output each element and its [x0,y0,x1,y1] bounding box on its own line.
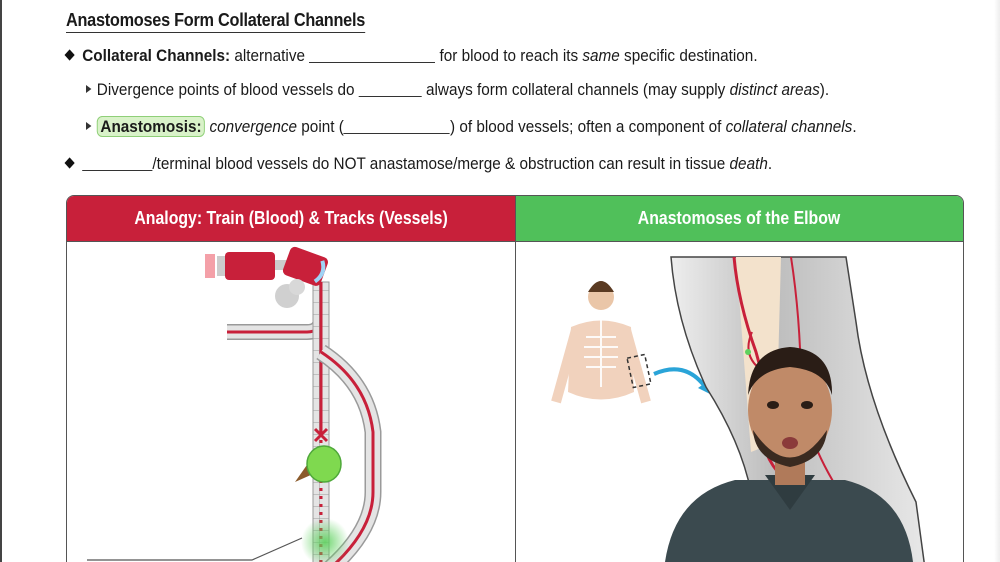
fill-in-blank [82,155,153,171]
panel-title: Anastomoses of the Elbow [638,208,841,228]
text: Divergence points of blood vessels do [96,80,359,99]
text: /terminal blood vessels do NOT anastamos… [152,154,730,173]
triangle-bullet-icon [86,85,92,93]
slide-title: Anastomoses Form Collateral Channels [66,9,365,33]
window-right-edge [994,0,1000,562]
panel-title: Analogy: Train (Blood) & Tracks (Vessels… [134,208,449,228]
text: point ( [297,117,344,136]
italic-text: same [582,46,620,65]
analogy-panel: Analogy: Train (Blood) & Tracks (Vessels… [66,195,516,562]
text: specific destination. [619,46,758,65]
text: always form collateral channels (may sup… [421,80,730,99]
italic-text: convergence [209,117,298,136]
analogy-panel-header: Analogy: Train (Blood) & Tracks (Vessels… [67,196,516,242]
highlighted-term: Anastomosis: [96,116,206,137]
diamond-bullet-icon [64,157,75,169]
text: ) of blood vessels; often a component of [450,117,726,136]
bullet-divergence-points: Divergence points of blood vessels do al… [86,79,829,101]
italic-text: collateral channels [725,117,853,136]
fill-in-blank [343,118,451,134]
fill-in-blank [358,81,422,97]
italic-text: distinct areas [729,80,820,99]
train-tracks-illustration [67,242,516,562]
bullet-terminal-vessels: /terminal blood vessels do NOT anastamos… [64,153,773,175]
text: . [767,154,773,173]
text: ). [819,80,830,99]
text: alternative [230,46,310,65]
diamond-bullet-icon [64,49,75,61]
presenter-video [665,335,915,562]
train-tracks-diagram-icon [87,246,382,562]
text: for blood to reach its [435,46,583,65]
text: . [852,117,857,136]
elbow-panel-header: Anastomoses of the Elbow [516,196,963,242]
bullet-anastomosis: Anastomosis: convergence point ( ) of blo… [86,116,857,138]
bullet-collateral-channels: Collateral Channels: alternative for blo… [64,45,758,67]
italic-text: death [729,154,768,173]
presenter-avatar-icon [665,347,913,562]
term-label: Collateral Channels: [82,46,231,65]
window-left-border [0,0,2,562]
triangle-bullet-icon [86,122,92,130]
fill-in-blank [309,47,436,63]
